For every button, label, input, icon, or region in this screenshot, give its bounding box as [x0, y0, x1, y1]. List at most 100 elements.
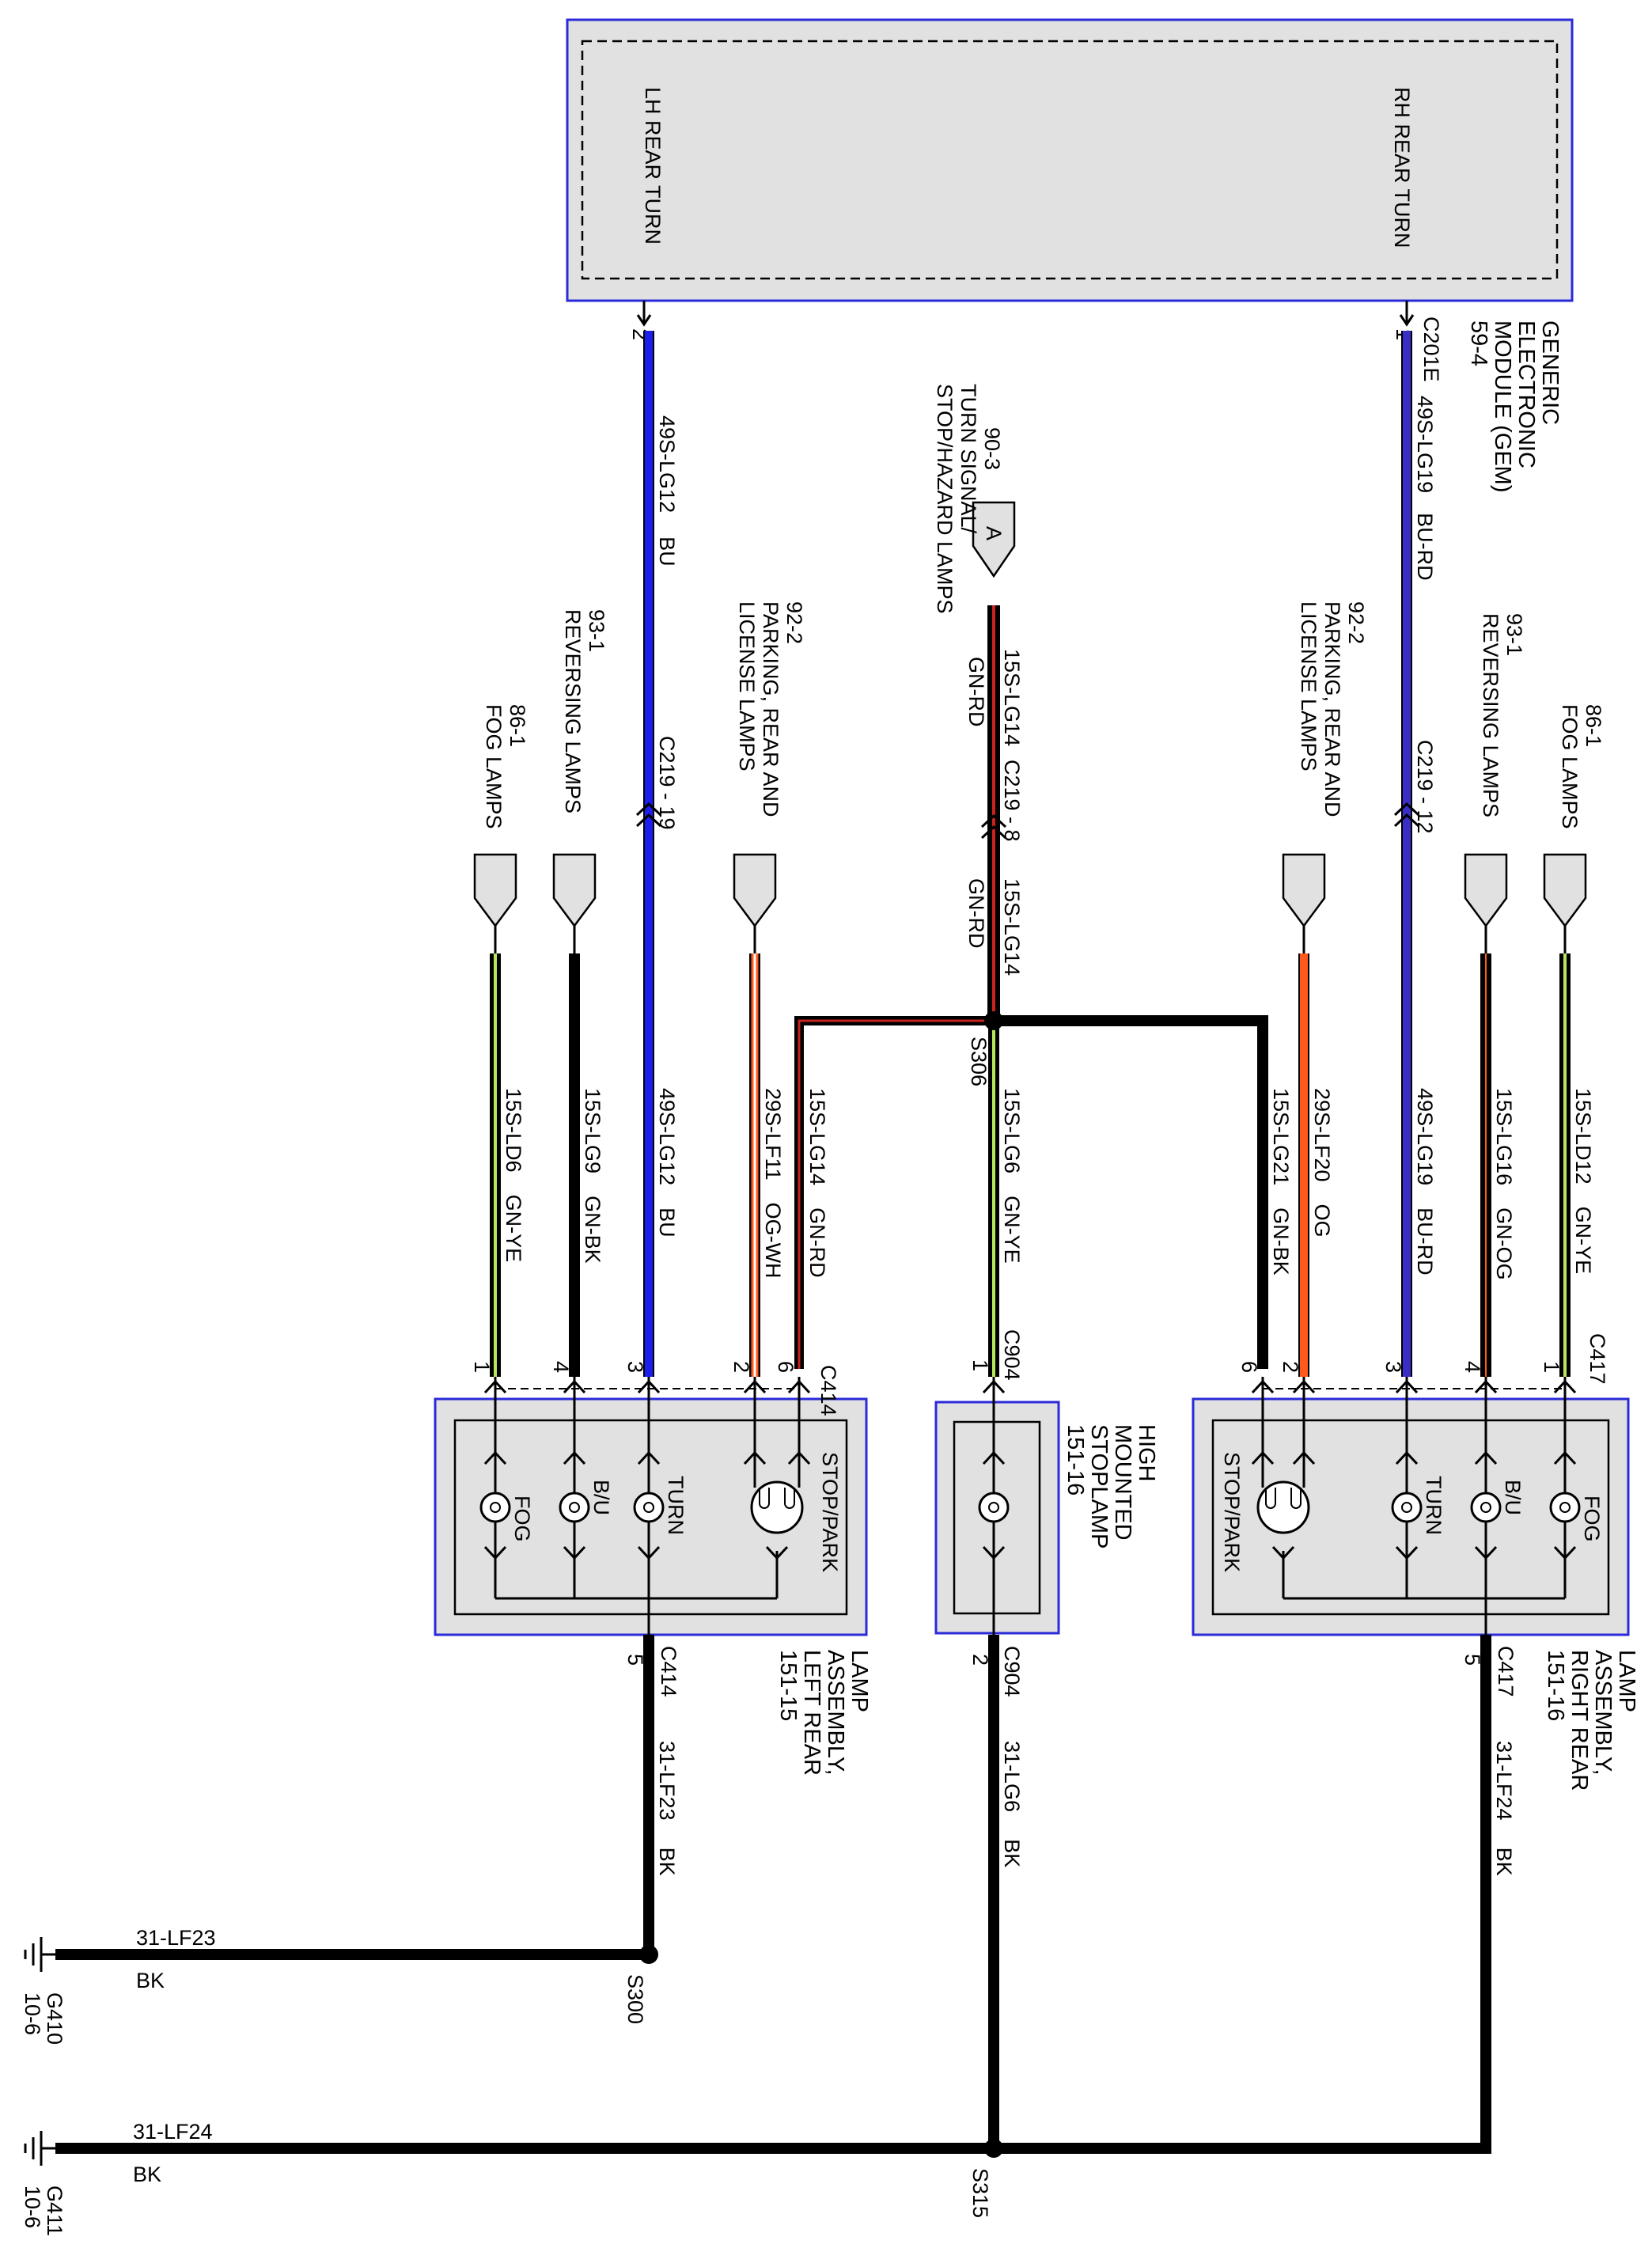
gem-title-4: 59-4: [1466, 320, 1491, 366]
gem-inner-dashed: [581, 40, 1559, 280]
wire-rh-turn-label: 49S-LG19BU-RD: [1413, 396, 1437, 581]
branch-left-stop: [794, 1016, 994, 1369]
ref-right-park-2: PARKING, REAR AND: [1320, 601, 1344, 817]
s315-label: S315: [968, 2168, 992, 2218]
right-bulb-wiring: [1251, 1377, 1577, 1635]
center-title-1: HIGH: [1134, 1424, 1159, 1482]
stoplamp-bulb-filament: [988, 1502, 999, 1513]
backup-bulb-filament: [569, 1502, 580, 1513]
right-bulb-turn: TURN: [1422, 1476, 1446, 1535]
c219-rh-connector: [1393, 802, 1420, 828]
s306-dot: [984, 1011, 1003, 1030]
ref-right-parking-tag: [1282, 853, 1326, 928]
left-bulb-fog: FOG: [510, 1496, 534, 1542]
ref-turn-1: 90-3: [980, 427, 1004, 470]
turn-bulb-icon: [1391, 1492, 1423, 1523]
wire-right-label-4: 15S-LG16GN-OG: [1492, 1088, 1516, 1280]
g411-wire-color: BK: [133, 2163, 161, 2186]
ref-left-fog-tag: [473, 853, 517, 928]
wire-ground-right: [994, 1635, 1491, 2154]
gem-pin-rh-arrow: [1399, 301, 1415, 327]
c219-lh: C219 - 19: [655, 736, 679, 830]
left-bulb-turn: TURN: [664, 1476, 688, 1535]
gem-connector: C201E: [1419, 317, 1443, 382]
left-lamp-title-1: LAMP: [847, 1650, 872, 1712]
g410-wire-color: BK: [136, 1969, 165, 1992]
s315-dot: [984, 2139, 1003, 2158]
right-ground-connector: C417: [1494, 1646, 1517, 1697]
ref-right-rev-2: REVERSING LAMPS: [1479, 613, 1502, 817]
wire-right-label-5: 15S-LD12GN-YE: [1571, 1088, 1595, 1274]
gem-title-2: ELECTRONIC: [1514, 320, 1539, 468]
ref-left-fog-1: 86-1: [506, 704, 529, 747]
right-lamp-title-2: ASSEMBLY,: [1590, 1650, 1616, 1776]
center-connector-top: C904: [1000, 1329, 1024, 1381]
center-lamp-arrows: [982, 1379, 1006, 1560]
left-lamp-title-2: ASSEMBLY,: [823, 1650, 848, 1776]
fog-bulb-icon: [479, 1492, 511, 1523]
right-pin-2: 2: [1279, 1361, 1302, 1373]
turn-bulb-icon: [633, 1492, 665, 1523]
right-lamp-title-3: RIGHT REAR: [1567, 1650, 1592, 1791]
lamp-assembly-right: C417 6 2 3 4 1 STOP/PARK TURN B/U FOG 5: [1192, 1333, 1639, 1791]
s300-label: S300: [623, 1974, 647, 2024]
left-connector-label: C414: [817, 1365, 840, 1416]
ground-center-label: 31-LG6BK: [1000, 1741, 1024, 1867]
ref-right-fog-2: FOG LAMPS: [1558, 704, 1582, 829]
right-pin-4: 4: [1461, 1361, 1484, 1373]
ref-turn-tag: [972, 501, 1016, 578]
g411-wire-circuit: 31-LF24: [133, 2120, 213, 2144]
g410-id: G410: [43, 1992, 66, 2045]
stop-park-filaments: [759, 1488, 795, 1509]
wire-stop-mid-color: GN-RD: [964, 878, 988, 949]
wire-left-label-3: 49S-LG12BU: [655, 1088, 679, 1238]
backup-bulb-icon: [559, 1492, 590, 1523]
right-bulbs: [1256, 1480, 1581, 1534]
splice-s306: S306: [794, 1011, 1268, 1377]
c219-rh: C219 - 12: [1413, 740, 1437, 834]
left-ground-pin: 5: [623, 1654, 647, 1666]
left-bulb-stoppark: STOP/PARK: [818, 1452, 842, 1572]
left-lamp-title-3: LEFT REAR: [799, 1650, 824, 1776]
c219-stop-connector: [980, 813, 1007, 840]
g410-wire-circuit: 31-LF23: [136, 1926, 216, 1950]
wire-stop-mid-circuit: 15S-LG14: [1000, 878, 1024, 976]
gem-box: [566, 18, 1574, 302]
right-pin-1: 1: [1540, 1361, 1563, 1373]
right-backup-filament: [1480, 1502, 1491, 1513]
ref-left-fog-2: FOG LAMPS: [482, 704, 506, 829]
left-branch: 86-1 FOG LAMPS 93-1 REVERSING LAMPS 92-2…: [473, 601, 829, 1377]
s300-dot: [639, 1945, 658, 1964]
center-lamp-inner: [953, 1420, 1041, 1615]
stop-park-bulb-icon: [1256, 1480, 1310, 1534]
g411-id: G411: [43, 2185, 66, 2236]
wire-left-label-2: 15S-LG9GN-BK: [581, 1088, 604, 1264]
left-pin-4: 4: [549, 1361, 573, 1373]
high-mount-stoplamp: 1 C904 HIGH MOUNTED STOPLAMP 151-16 2 C9…: [934, 1329, 1159, 1697]
wire-left-label-4: 29S-LF11OG-WH: [761, 1088, 785, 1279]
left-pin-2: 2: [729, 1361, 753, 1373]
wire-right-label-3: 49S-LG19BU-RD: [1413, 1088, 1437, 1276]
left-ground-connector: C414: [657, 1646, 680, 1697]
wire-lh-turn-label: 49S-LG12BU: [655, 415, 679, 567]
wire-right-label-2: 29S-LF20OG: [1310, 1088, 1334, 1238]
ref-left-rev-1: 93-1: [585, 609, 608, 652]
right-lamp-title-1: LAMP: [1614, 1650, 1639, 1712]
right-connector-label: C417: [1586, 1333, 1609, 1385]
g410-ref: 10-6: [21, 1992, 44, 2035]
wire-left-label-1: 15S-LD6GN-YE: [502, 1088, 525, 1262]
left-pin-3: 3: [623, 1361, 647, 1373]
s306-label: S306: [967, 1037, 991, 1086]
gem-rh-output: RH REAR TURN: [1390, 87, 1414, 248]
g411-ref: 10-6: [21, 2185, 44, 2228]
ref-left-rev-2: REVERSING LAMPS: [561, 609, 585, 813]
ref-left-park-2: PARKING, REAR AND: [759, 601, 782, 817]
center-pin-in: 1: [968, 1359, 992, 1371]
center-connector-bottom: C904: [1000, 1646, 1024, 1697]
right-ground-pin: 5: [1461, 1654, 1484, 1666]
ground-symbol-icon: [24, 1937, 55, 2166]
ref-right-rev-1: 93-1: [1502, 613, 1526, 656]
ref-right-fog-1: 86-1: [1582, 704, 1605, 747]
ref-left-park-3: LICENSE LAMPS: [735, 601, 759, 771]
left-bulb-wiring: [483, 1377, 811, 1635]
